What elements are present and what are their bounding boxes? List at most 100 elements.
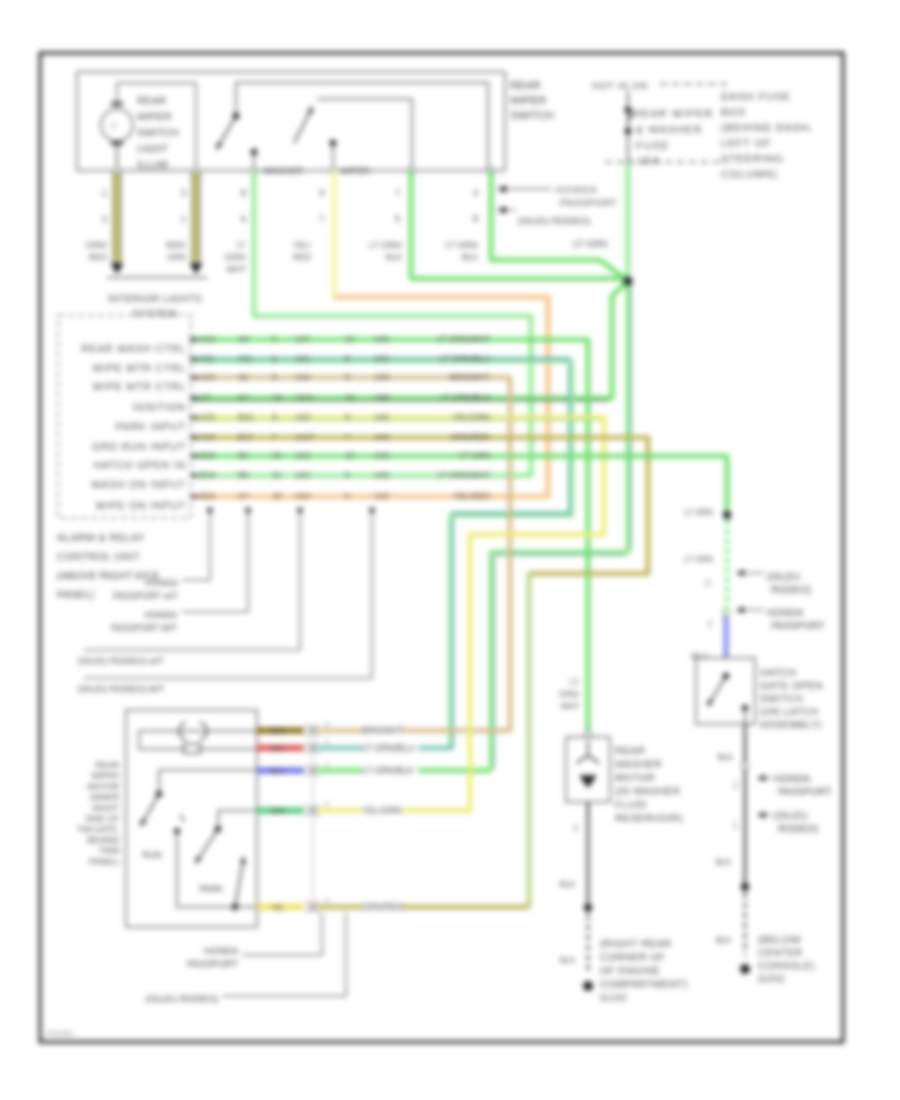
svg-text:BLK: BLK [716, 858, 732, 867]
svg-text:PASSPORT: PASSPORT [771, 621, 825, 632]
svg-text:RED: RED [271, 746, 286, 753]
svg-text:GRN/: GRN/ [86, 240, 108, 250]
svg-text:1: 1 [708, 619, 713, 628]
svg-text:BLU: BLU [691, 652, 707, 661]
svg-text:G202: G202 [758, 974, 785, 985]
svg-text:MOTOR: MOTOR [615, 773, 655, 784]
svg-text:(BELOW: (BELOW [758, 935, 801, 946]
svg-text:1A9: 1A9 [374, 372, 389, 382]
svg-text:COMPARTMENT): COMPARTMENT) [600, 980, 688, 991]
svg-text:YEL/RED: YEL/RED [453, 491, 490, 501]
svg-text:BEHIND: BEHIND [87, 835, 119, 845]
svg-text:HATCH: HATCH [760, 668, 797, 679]
svg-text:8: 8 [345, 354, 350, 364]
svg-text:BLK: BLK [386, 252, 402, 262]
svg-text:5: 5 [325, 898, 329, 905]
svg-text:1: 1 [734, 821, 739, 830]
svg-text:10: 10 [345, 451, 355, 461]
svg-text:(RIGHT REAR: (RIGHT REAR [600, 939, 671, 950]
svg-text:LEFT OF: LEFT OF [721, 138, 772, 150]
svg-text:STEERING: STEERING [721, 153, 783, 165]
svg-text:BRN/WHT: BRN/WHT [450, 372, 491, 382]
svg-text:GRD RUN INPUT: GRD RUN INPUT [92, 442, 186, 453]
svg-text:LT GRN/WHT: LT GRN/WHT [437, 470, 490, 480]
svg-text:SIDE OF: SIDE OF [85, 814, 119, 824]
svg-text:HONDA: HONDA [774, 774, 810, 785]
svg-text:(ISUZU: (ISUZU [774, 811, 807, 822]
svg-text:5: 5 [272, 334, 277, 344]
svg-text:(BEHIND DASH,: (BEHIND DASH, [721, 122, 813, 134]
svg-text:B9: B9 [238, 470, 249, 480]
svg-text:TAILGATE,: TAILGATE, [77, 824, 120, 834]
svg-text:YEL/: YEL/ [293, 240, 312, 250]
svg-text:BLK: BLK [560, 880, 576, 889]
svg-text:2: 2 [734, 781, 739, 790]
svg-text:2: 2 [706, 579, 711, 588]
svg-text:4: 4 [473, 188, 478, 198]
svg-text:(ISUZU RODEO): (ISUZU RODEO) [518, 216, 590, 227]
svg-text:BOX: BOX [721, 107, 746, 119]
svg-text:TRIM: TRIM [98, 846, 119, 856]
svg-text:9: 9 [345, 470, 350, 480]
svg-text:RIGHT: RIGHT [93, 803, 120, 813]
svg-text:LT GRN/BLU: LT GRN/BLU [440, 354, 490, 364]
svg-text:LT GRN/BLK: LT GRN/BLK [441, 393, 491, 403]
svg-text:RUN: RUN [142, 850, 162, 860]
svg-text:LT GRN/BLK: LT GRN/BLK [362, 765, 414, 775]
svg-text:1A3: 1A3 [374, 451, 389, 461]
svg-text:LT GRN/BLU: LT GRN/BLU [362, 743, 414, 753]
svg-text:RODEO): RODEO) [778, 824, 818, 835]
svg-text:A11: A11 [238, 354, 253, 364]
svg-text:GRN: GRN [167, 252, 186, 262]
svg-text:7: 7 [345, 432, 350, 442]
svg-text:BLK: BLK [560, 956, 576, 965]
svg-text:IGNITION: IGNITION [133, 403, 186, 414]
svg-text:7: 7 [395, 188, 400, 198]
svg-text:RESERVOIR): RESERVOIR) [615, 814, 683, 825]
svg-text:5: 5 [395, 214, 400, 224]
svg-text:(INNER: (INNER [90, 792, 120, 802]
svg-text:YEL/GRN: YEL/GRN [362, 805, 402, 815]
svg-text:G102: G102 [600, 993, 627, 1004]
svg-text:B17: B17 [238, 432, 253, 442]
svg-text:16: 16 [345, 393, 355, 403]
svg-text:HONDA: HONDA [144, 610, 177, 620]
svg-text:7: 7 [319, 214, 324, 224]
svg-text:GRN: GRN [270, 808, 286, 815]
svg-text:RED: RED [293, 252, 311, 262]
svg-text:CENTER: CENTER [758, 948, 803, 959]
svg-text:1A1: 1A1 [295, 354, 310, 364]
svg-text:GRN/RED: GRN/RED [450, 432, 490, 442]
svg-text:REAR: REAR [137, 95, 167, 107]
svg-text:ILLUM: ILLUM [137, 159, 168, 171]
svg-text:WIPER: WIPER [510, 95, 546, 107]
svg-text:1A6: 1A6 [374, 432, 389, 442]
svg-text:A7: A7 [238, 491, 249, 501]
svg-text:WIPE ON INPUT: WIPE ON INPUT [95, 501, 186, 512]
svg-text:SWITCH: SWITCH [760, 694, 803, 705]
svg-text:(ISUZU: (ISUZU [767, 572, 800, 583]
svg-text:PARK INPUT: PARK INPUT [116, 422, 186, 433]
svg-text:WHT: WHT [561, 702, 579, 711]
svg-text:PANEL): PANEL) [89, 856, 120, 866]
svg-text:1A2: 1A2 [295, 491, 310, 501]
svg-text:21: 21 [272, 470, 282, 480]
svg-text:RED/: RED/ [166, 240, 187, 250]
svg-text:1A8: 1A8 [374, 393, 389, 403]
svg-text:PASSPORT: PASSPORT [560, 198, 617, 209]
svg-text:9: 9 [345, 372, 350, 382]
svg-text:3: 3 [102, 214, 107, 224]
svg-text:RODEO): RODEO) [771, 585, 811, 596]
svg-text:CONSOLE): CONSOLE) [758, 961, 815, 972]
svg-text:BRN: BRN [271, 728, 286, 735]
svg-text:LT GRN: LT GRN [459, 451, 490, 461]
svg-text:LT GRN: LT GRN [684, 555, 713, 564]
svg-text:LT GRN/: LT GRN/ [445, 240, 478, 250]
svg-text:RED: RED [89, 252, 107, 262]
svg-text:LT GRN: LT GRN [684, 508, 713, 517]
svg-text:(ISUZU RODEO): (ISUZU RODEO) [146, 994, 218, 1005]
svg-text:1A4: 1A4 [295, 372, 310, 382]
svg-text:HONDA: HONDA [204, 946, 239, 957]
svg-text:WIPER: WIPER [91, 771, 119, 781]
svg-text:16: 16 [272, 393, 282, 403]
